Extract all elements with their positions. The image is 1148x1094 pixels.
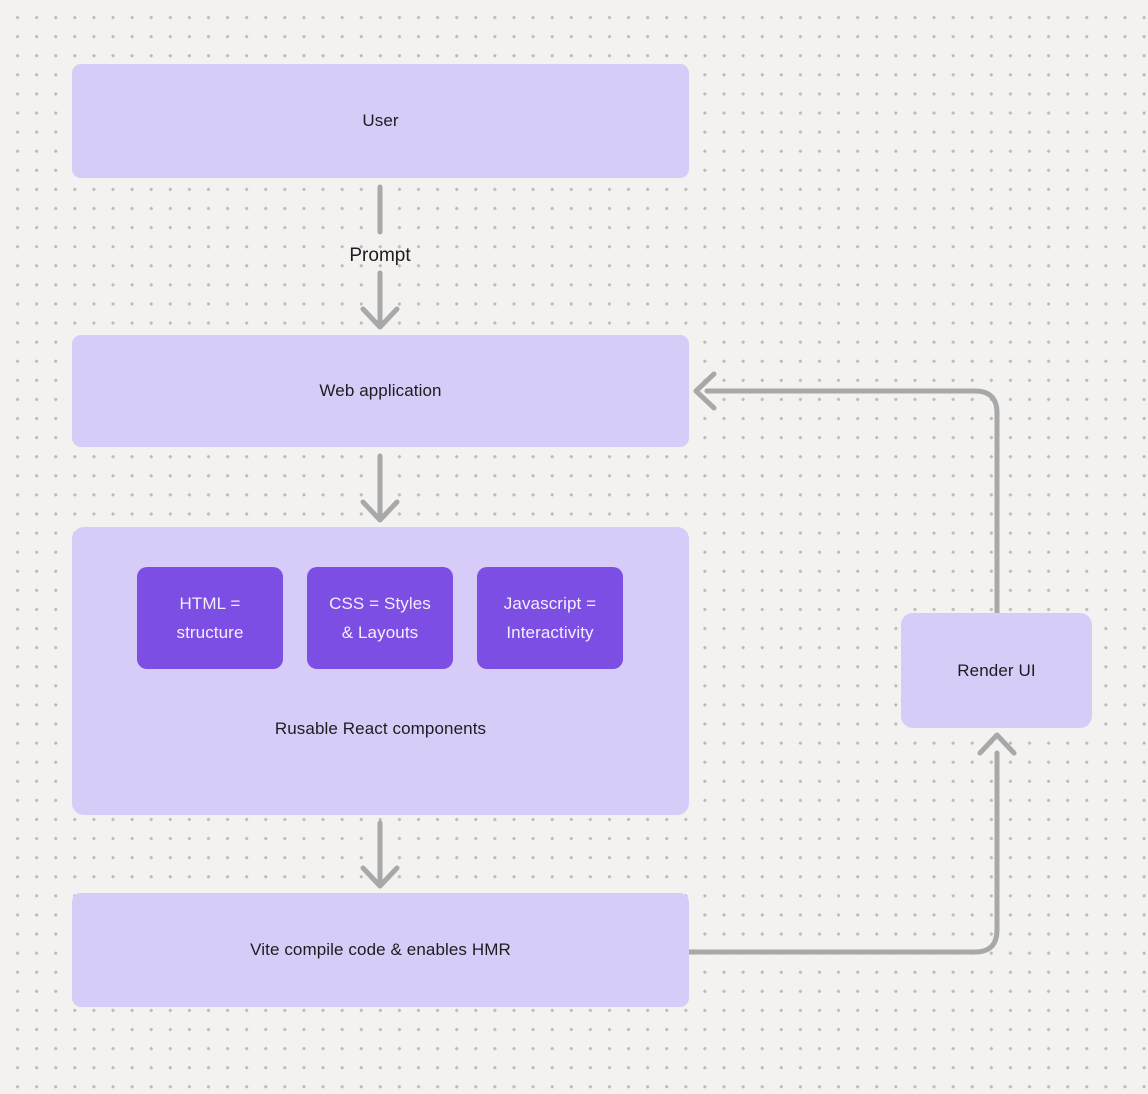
chip-html-label: HTML = structure bbox=[176, 594, 244, 642]
arrowhead-down-icon bbox=[360, 865, 400, 889]
node-web-application-label: Web application bbox=[319, 381, 442, 400]
components-container-caption: Rusable React components bbox=[274, 719, 487, 738]
edge-webapp-to-components bbox=[360, 453, 400, 523]
chip-html[interactable]: HTML = structure bbox=[137, 567, 283, 669]
node-render-ui-label: Render UI bbox=[957, 660, 1036, 680]
node-vite[interactable]: Vite compile code & enables HMR bbox=[72, 893, 689, 1007]
node-user[interactable]: User bbox=[72, 64, 689, 178]
chip-css[interactable]: CSS = Styles & Layouts bbox=[307, 567, 453, 669]
chip-javascript[interactable]: Javascript = Interactivity bbox=[477, 567, 623, 669]
node-web-application[interactable]: Web application bbox=[72, 335, 689, 447]
edge-renderui-to-webapp-segment bbox=[704, 388, 1000, 616]
chip-javascript-label: Javascript = Interactivity bbox=[503, 594, 597, 642]
arrowhead-down-icon bbox=[360, 499, 400, 523]
edge-renderui-to-webapp bbox=[693, 371, 1000, 616]
arrowhead-left-icon bbox=[693, 371, 717, 411]
edge-vite-to-renderui bbox=[686, 732, 1017, 955]
node-render-ui[interactable]: Render UI bbox=[901, 613, 1092, 728]
chip-css-label: CSS = Styles & Layouts bbox=[329, 594, 431, 642]
node-vite-label: Vite compile code & enables HMR bbox=[250, 940, 511, 959]
edge-components-to-vite bbox=[360, 820, 400, 889]
arrowhead-down-icon bbox=[360, 306, 400, 330]
edge-prompt-label: Prompt bbox=[349, 245, 411, 266]
node-user-label: User bbox=[362, 111, 399, 130]
edge-vite-to-renderui-segment bbox=[686, 750, 1000, 955]
arrowhead-up-icon bbox=[977, 732, 1017, 756]
